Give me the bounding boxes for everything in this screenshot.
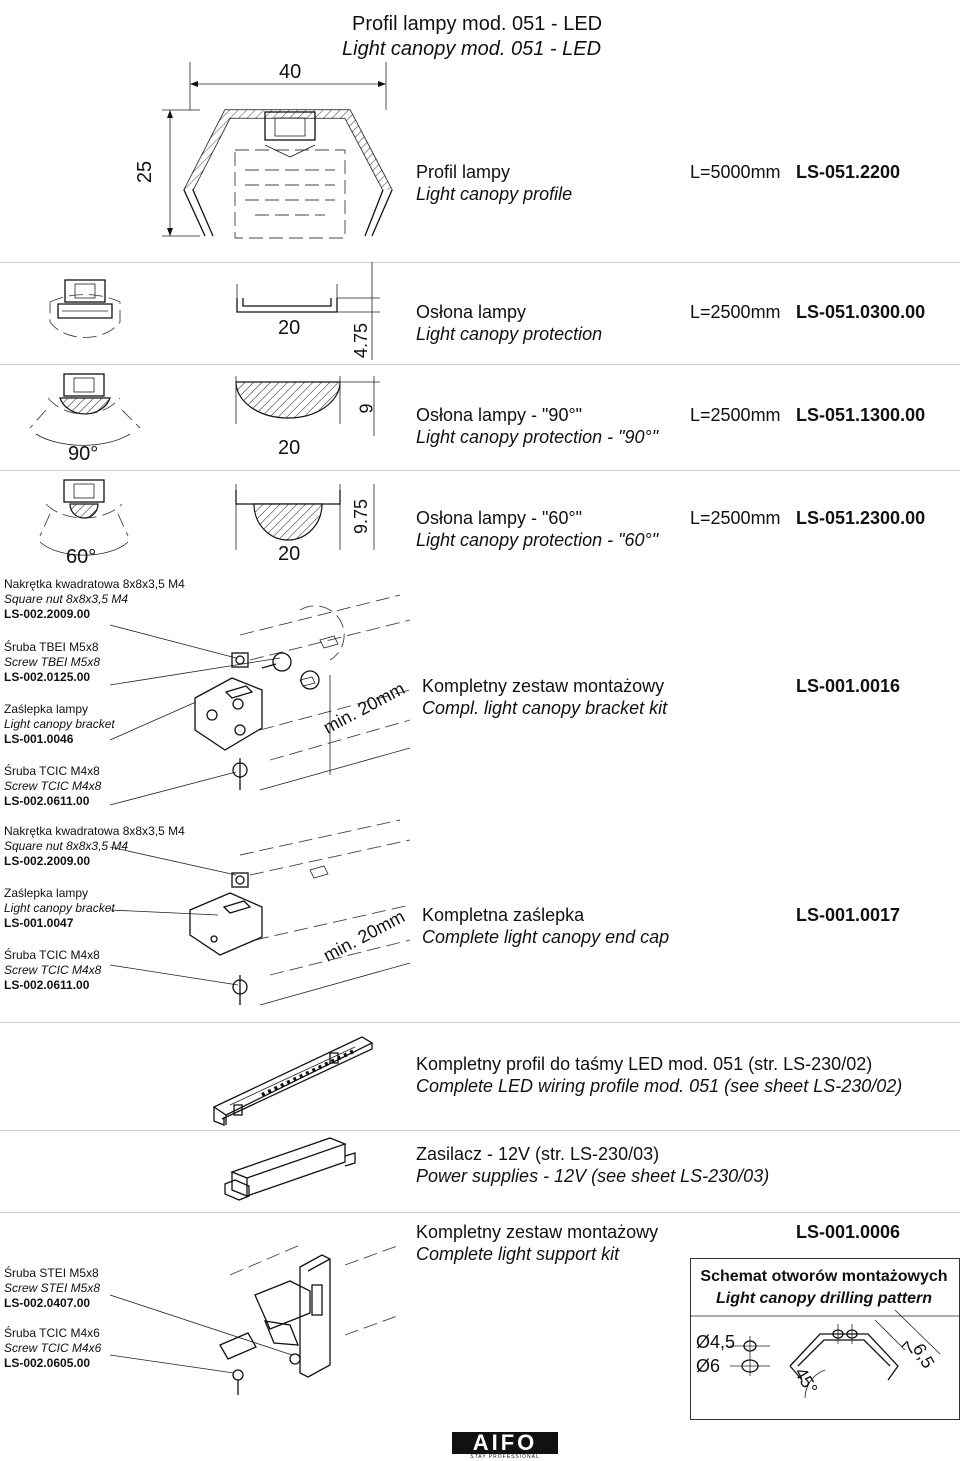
row2-en: Light canopy protection (416, 324, 603, 344)
logo-tagline: STAY PROFESSIONAL (470, 1454, 540, 1460)
protection-90-drawing (29, 373, 380, 446)
row2-pl: Osłona lampy (416, 302, 527, 322)
drilling-title-en: Light canopy drilling pattern (716, 1290, 932, 1307)
logo-brand: AIFO (452, 1432, 558, 1454)
row4-code: LS-051.2300.00 (796, 508, 926, 528)
dim-20: 20 (278, 437, 301, 459)
support-part-tcic: Śruba TCIC M4x6 Screw TCIC M4x6 LS-002.0… (4, 1326, 102, 1370)
row1-pl: Profil lampy (416, 162, 511, 182)
aifo-logo: AIFO STAY PROFESSIONAL (452, 1432, 558, 1461)
drilling-title-pl: Schemat otworów montażowych (700, 1268, 948, 1285)
row3-code: LS-051.1300.00 (796, 405, 926, 425)
bracket-kit-en: Compl. light canopy bracket kit (422, 698, 668, 718)
led-profile-en: Complete LED wiring profile mod. 051 (se… (416, 1076, 903, 1096)
row1-length: L=5000mm (690, 162, 781, 182)
bracket-part-screw-tcic: Śruba TCIC M4x8 Screw TCIC M4x8 LS-002.0… (4, 764, 102, 808)
row2-length: L=2500mm (690, 302, 781, 322)
drilling-pattern-box (690, 1258, 960, 1420)
bracket-kit-code: LS-001.0016 (796, 676, 901, 696)
row3-pl: Osłona lampy - "90°" (416, 405, 583, 425)
bracket-part-screw-tbei: Śruba TBEI M5x8 Screw TBEI M5x8 LS-002.0… (4, 640, 101, 684)
dim-20: 20 (278, 317, 301, 339)
divider (0, 1130, 960, 1131)
row3-en: Light canopy protection - "90°" (416, 427, 659, 447)
power-supply-pl: Zasilacz - 12V (str. LS-230/03) (416, 1144, 660, 1164)
protection-flat-drawing (49, 262, 380, 360)
led-profile-pl: Kompletny profil do taśmy LED mod. 051 (… (416, 1054, 873, 1074)
divider (0, 1022, 960, 1023)
dim-25: 25 (134, 160, 157, 184)
bracket-part-bracket: Zaślepka lampy Light canopy bracket LS-0… (4, 702, 115, 746)
divider (0, 1212, 960, 1213)
support-kit-pl: Kompletny zestaw montażowy (416, 1222, 659, 1242)
endcap-pl: Kompletna zaślepka (422, 905, 585, 925)
endcap-code: LS-001.0017 (796, 905, 901, 925)
angle-90: 90° (68, 443, 99, 465)
bracket-part-nut: Nakrętka kwadratowa 8x8x3,5 M4 Square nu… (4, 577, 185, 621)
row4-length: L=2500mm (690, 508, 781, 528)
row4-pl: Osłona lampy - "60°" (416, 508, 583, 528)
row1-en: Light canopy profile (416, 184, 573, 204)
protection-60-drawing (39, 479, 375, 556)
dim-40: 40 (279, 61, 302, 83)
divider (0, 364, 960, 365)
dim-9: 9 (356, 403, 377, 414)
endcap-part-nut: Nakrętka kwadratowa 8x8x3,5 M4 Square nu… (4, 824, 185, 868)
support-kit-drawing (109, 1244, 401, 1395)
power-supply-en: Power supplies - 12V (see sheet LS-230/0… (416, 1166, 770, 1186)
drilling-pattern-drawing (690, 1309, 960, 1399)
support-part-stei: Śruba STEI M5x8 Screw STEI M5x8 LS-002.0… (4, 1266, 101, 1310)
drill-d2: Ø6 (696, 1356, 721, 1376)
angle-60: 60° (66, 546, 97, 568)
drill-d1: Ø4,5 (696, 1332, 736, 1352)
led-profile-drawing (212, 1036, 374, 1126)
row2-code: LS-051.0300.00 (796, 302, 926, 322)
power-supply-drawing (224, 1137, 356, 1201)
divider (0, 470, 960, 471)
endcap-en: Complete light canopy end cap (422, 927, 670, 947)
title-en: Light canopy mod. 051 - LED (342, 38, 602, 60)
title-pl: Profil lampy mod. 051 - LED (352, 13, 603, 35)
endcap-part-screw: Śruba TCIC M4x8 Screw TCIC M4x8 LS-002.0… (4, 948, 102, 992)
row4-en: Light canopy protection - "60°" (416, 530, 659, 550)
bracket-kit-pl: Kompletny zestaw montażowy (422, 676, 665, 696)
dim-20: 20 (278, 543, 301, 565)
endcap-part-bracket: Zaślepka lampy Light canopy bracket LS-0… (4, 886, 115, 930)
dim-9-75: 9.75 (351, 498, 372, 535)
support-kit-en: Complete light support kit (416, 1244, 620, 1264)
row1-code: LS-051.2200 (796, 162, 901, 182)
row3-length: L=2500mm (690, 405, 781, 425)
end-cap-drawing (109, 819, 411, 1006)
dim-4-75: 4.75 (351, 322, 372, 359)
divider (0, 262, 960, 263)
support-kit-code: LS-001.0006 (796, 1222, 901, 1242)
profile-drawing (162, 62, 393, 239)
bracket-kit-drawing (109, 594, 411, 806)
